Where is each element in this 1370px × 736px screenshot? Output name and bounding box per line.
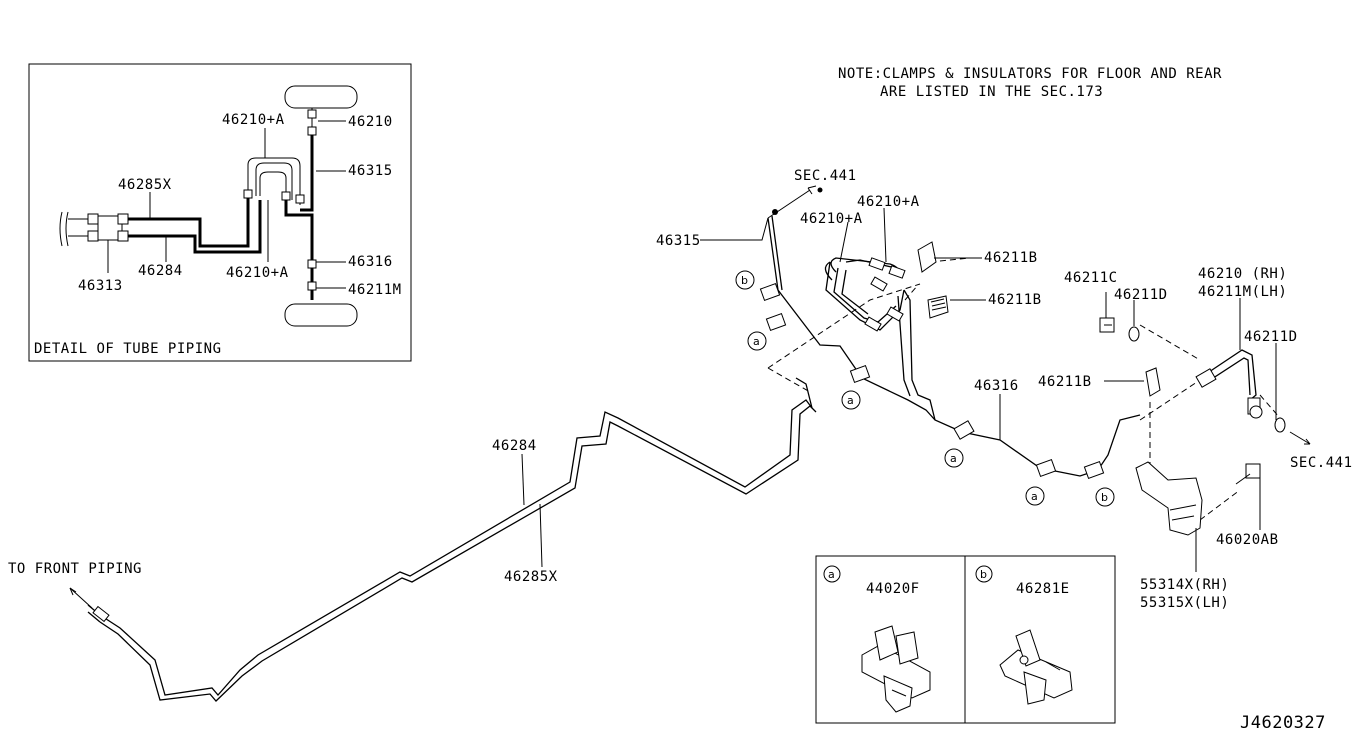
detail-frame xyxy=(28,63,412,362)
diagram-id: J4620327 xyxy=(1240,713,1326,733)
label-46211b-1: 46211B xyxy=(984,250,1038,266)
detail-label-46210: 46210 xyxy=(348,114,393,130)
svg-text:b: b xyxy=(1101,491,1108,504)
inset-part-46281e: 46281E xyxy=(1016,581,1070,597)
detail-label-46315: 46315 xyxy=(348,163,393,179)
note-line-2: ARE LISTED IN THE SEC.173 xyxy=(880,84,1103,100)
detail-wheel-bottom xyxy=(284,303,358,327)
label-46315: 46315 xyxy=(656,233,701,249)
inset-part-44020f: 44020F xyxy=(866,581,920,597)
clamp-inset: a 44020F b 46281E xyxy=(815,555,1116,724)
svg-text:a: a xyxy=(753,335,760,348)
svg-text:a: a xyxy=(828,568,835,581)
label-sec441-top: SEC.441 xyxy=(794,168,857,184)
detail-label-46313: 46313 xyxy=(78,278,123,294)
callout-a-1 xyxy=(747,331,767,351)
svg-text:a: a xyxy=(1031,490,1038,503)
label-46284: 46284 xyxy=(492,438,537,454)
detail-label-46210a-top: 46210+A xyxy=(222,112,285,128)
svg-text:b: b xyxy=(980,568,987,581)
label-46211b-2: 46211B xyxy=(988,292,1042,308)
callout-b-1 xyxy=(735,270,755,290)
inset-mark-a xyxy=(823,565,841,583)
callout-a-2 xyxy=(841,390,861,410)
detail-wheel-top xyxy=(284,85,358,109)
detail-label-46211m: 46211M xyxy=(348,282,402,298)
detail-label-46210a-bottom: 46210+A xyxy=(226,265,289,281)
svg-text:a: a xyxy=(950,452,957,465)
label-46210-rh: 46210 (RH) xyxy=(1198,266,1287,282)
label-46020ab: 46020AB xyxy=(1216,532,1279,548)
callout-a-4 xyxy=(1025,486,1045,506)
label-46316: 46316 xyxy=(974,378,1019,394)
label-46211b-3: 46211B xyxy=(1038,374,1092,390)
label-55314x: 55314X(RH) xyxy=(1140,577,1229,593)
rear-components xyxy=(521,207,1311,572)
main-tube-run xyxy=(69,185,1281,702)
inset-mark-b xyxy=(975,565,993,583)
label-46211d-1: 46211D xyxy=(1114,287,1168,303)
svg-text:a: a xyxy=(847,394,854,407)
label-to-front-piping: TO FRONT PIPING xyxy=(8,561,142,577)
detail-of-tube-piping: 46210+A 46210 46315 46285X 46284 46313 4… xyxy=(28,63,412,362)
detail-label-46284: 46284 xyxy=(138,263,183,279)
callout-b-2 xyxy=(1095,487,1115,507)
svg-text:b: b xyxy=(741,274,748,287)
label-46210a-1: 46210+A xyxy=(857,194,920,210)
label-46211d-2: 46211D xyxy=(1244,329,1298,345)
clamp-callouts: b a a a a b xyxy=(735,270,1115,507)
detail-label-46285x: 46285X xyxy=(118,177,172,193)
clamp-a-drawing xyxy=(861,625,931,713)
detail-label-46316: 46316 xyxy=(348,254,393,270)
label-55315x: 55315X(LH) xyxy=(1140,595,1229,611)
label-sec441-right: SEC.441 xyxy=(1290,455,1353,471)
label-46211m-lh: 46211M(LH) xyxy=(1198,284,1287,300)
label-46285x: 46285X xyxy=(504,569,558,585)
detail-caption: DETAIL OF TUBE PIPING xyxy=(34,341,222,357)
label-46211c: 46211C xyxy=(1064,270,1118,286)
note-line-1: NOTE:CLAMPS & INSULATORS FOR FLOOR AND R… xyxy=(838,66,1222,82)
clamp-b-drawing xyxy=(999,629,1073,705)
callout-a-3 xyxy=(944,448,964,468)
label-46210a-2: 46210+A xyxy=(800,211,863,227)
